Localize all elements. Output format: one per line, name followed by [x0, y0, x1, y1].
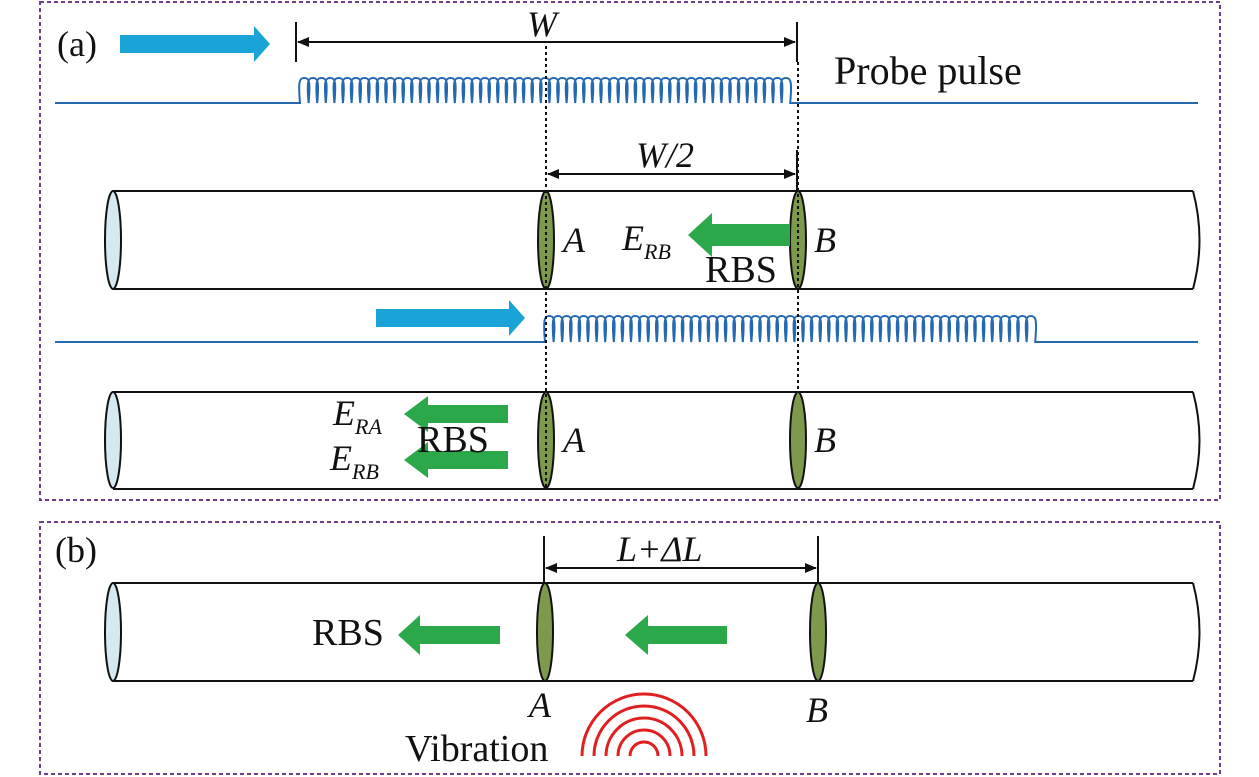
- fiber-2-end: [104, 391, 122, 489]
- vibration-arc: [592, 704, 696, 757]
- fiber-3-end: [104, 582, 122, 682]
- fiber-1-point-a: A: [561, 220, 586, 260]
- vibration-arc: [628, 740, 660, 757]
- width-label: W: [527, 4, 560, 44]
- fiber-3-rbs-arrow-mid: [625, 615, 727, 655]
- fiber-3: [104, 582, 1201, 682]
- fiber-2-field-erb: ERB: [329, 438, 379, 484]
- fiber-1-end: [104, 190, 122, 290]
- probe-arrow-1: [120, 26, 270, 62]
- vibration-arc: [604, 716, 684, 757]
- fiber-1-point-b: B: [814, 220, 836, 260]
- fiber-2-reflector-b: [789, 391, 807, 489]
- fiber-2-rbs-arrow-ra: [404, 396, 508, 432]
- fiber-2-rbs-label: RBS: [417, 419, 489, 461]
- panel-b-label: (b): [55, 530, 97, 570]
- fiber-2-point-a: A: [561, 420, 586, 460]
- fiber-3-point-a: A: [527, 685, 552, 725]
- fiber-2-rbs-arrow-rb: [404, 442, 508, 478]
- panel-a-label: (a): [57, 24, 97, 64]
- length-label: L+ΔL: [616, 529, 702, 569]
- fiber-1-field-erb: ERB: [621, 218, 671, 264]
- probe-pulse-wave-2: [55, 314, 1198, 343]
- probe-pulse-label: Probe pulse: [834, 48, 1022, 93]
- fiber-2-field-era: ERA: [332, 393, 382, 439]
- vibration-arc: [616, 728, 672, 757]
- half-width-label: W/2: [636, 135, 694, 175]
- vibration-arc: [580, 692, 708, 757]
- fiber-2: [104, 391, 1201, 490]
- probe-pulse-wave-1: [55, 76, 1198, 104]
- fiber-3-reflector-b: [809, 582, 827, 682]
- panel-b-frame: [39, 521, 1221, 775]
- panel-a-frame: [39, 1, 1221, 501]
- fiber-2-reflector-a: [537, 391, 555, 489]
- fiber-1-rbs-label: RBS: [705, 249, 777, 291]
- fiber-2-point-b: B: [814, 420, 836, 460]
- fiber-3-point-b: B: [806, 690, 828, 730]
- fiber-3-rbs-label: RBS: [312, 612, 384, 654]
- vibration-label: Vibration: [405, 728, 548, 770]
- fiber-3-reflector-a: [536, 582, 554, 682]
- probe-arrow-2: [376, 300, 525, 336]
- fiber-1: [104, 190, 1201, 290]
- fiber-3-rbs-arrow-left: [398, 615, 500, 655]
- fiber-1-rbs-arrow: [688, 213, 790, 257]
- vibration-icon: [580, 692, 708, 757]
